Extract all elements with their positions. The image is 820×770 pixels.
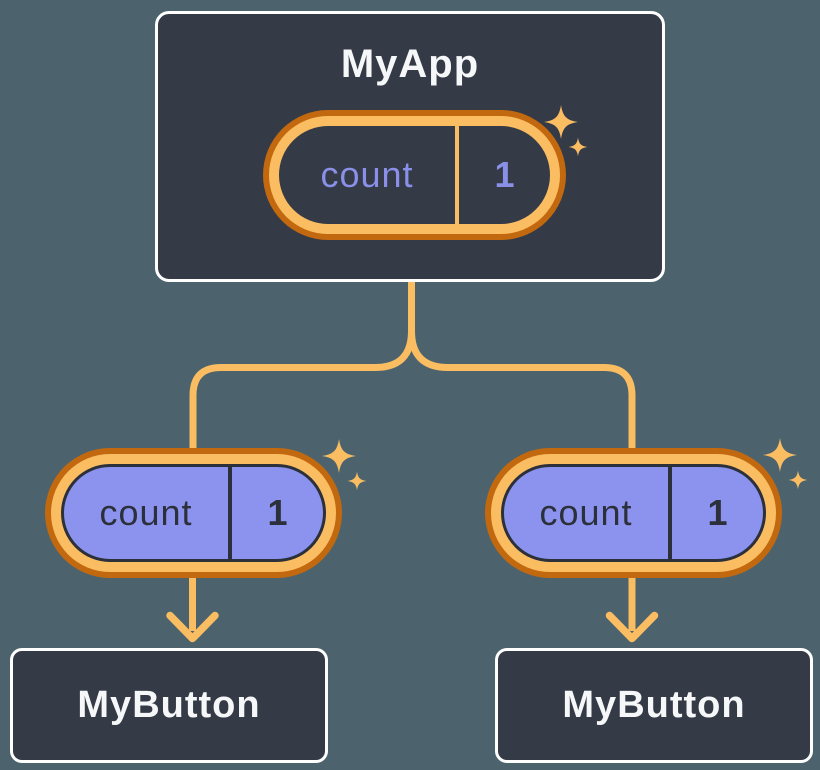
branch-connector-right [408,330,636,458]
state-pill-ring: count 1 [269,116,560,234]
state-pill-child-left: count 1 [45,448,342,578]
state-pill-child-right: count 1 [485,448,782,578]
state-pill-body: count 1 [61,464,326,562]
node-mybutton-right: MyButton [495,648,813,763]
node-title: MyButton [562,684,746,726]
node-mybutton-left: MyButton [10,648,328,763]
pill-divider [668,467,672,559]
branch-connector-left [189,278,415,458]
state-pill-body: count 1 [279,126,550,224]
state-value: 1 [267,492,288,533]
node-title: MyApp [340,42,480,86]
state-value: 1 [707,492,728,533]
pill-divider [228,467,232,559]
arrow-down-icon [605,611,659,643]
state-pill-ring: count 1 [491,454,776,572]
state-pill-body: count 1 [501,464,766,562]
state-label: count [320,154,414,195]
pill-divider [455,126,459,224]
node-title: MyButton [77,684,261,726]
state-pill-root: count 1 [263,110,566,240]
state-label: count [99,492,193,533]
state-value: 1 [494,154,515,195]
arrow-down-icon [166,611,219,643]
state-pill-ring: count 1 [51,454,336,572]
state-label: count [539,492,633,533]
